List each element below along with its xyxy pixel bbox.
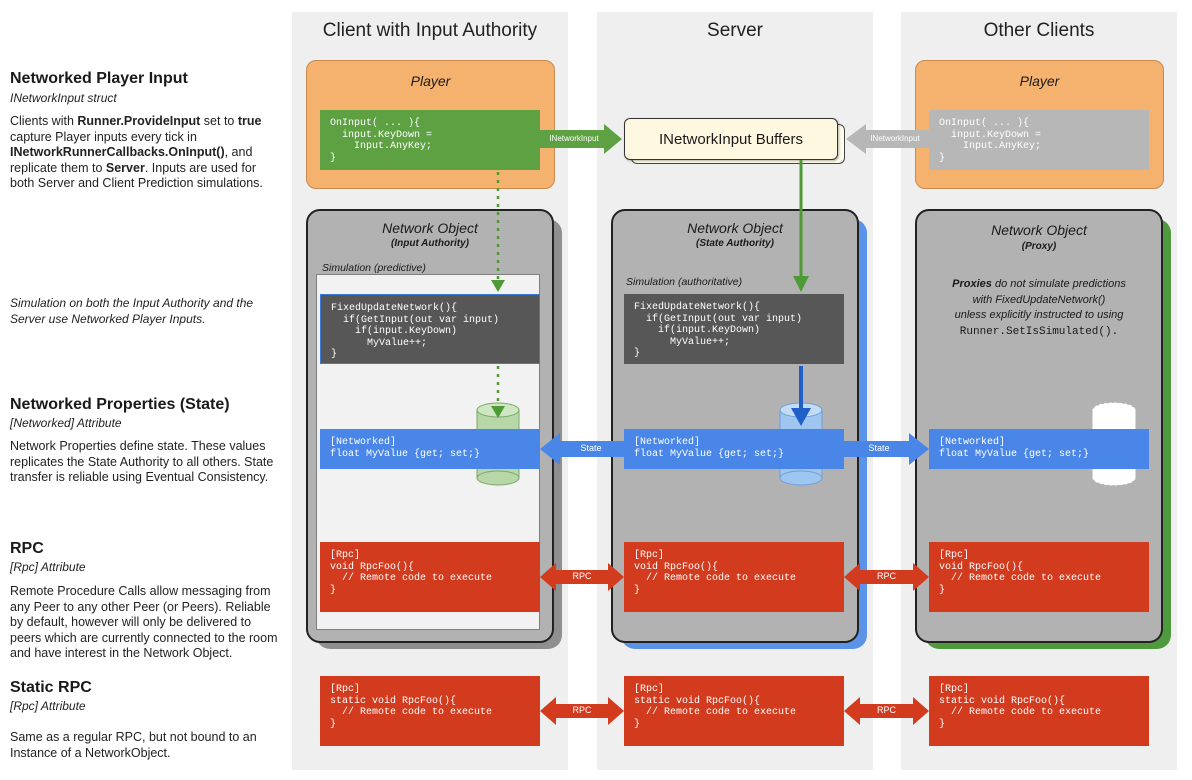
client-input-dotted-arrow	[491, 172, 505, 292]
rpc-description: Remote Procedure Calls allow messaging f…	[10, 584, 278, 660]
input-arrow-label-other: INetworkInput	[870, 134, 920, 143]
column-title-others: Other Clients	[983, 20, 1095, 41]
state-arrow-label-left: State	[580, 443, 602, 453]
column-title-server: Server	[707, 20, 763, 41]
rpc-heading: RPC	[10, 540, 44, 557]
static-rpc-code-client: [Rpc] static void RpcFoo(){ // Remote co…	[320, 676, 540, 746]
simulation-label-client: Simulation (predictive)	[322, 262, 426, 274]
rpc-subheading: [Rpc] Attribute	[10, 560, 86, 574]
props-heading: Networked Properties (State)	[10, 396, 230, 413]
server-sim-arrow	[791, 366, 811, 426]
rpc-arrow-right	[844, 563, 929, 591]
rpc-code-proxy: [Rpc] void RpcFoo(){ // Remote code to e…	[929, 542, 1149, 612]
networked-property-server: [Networked] float MyValue {get; set;}	[624, 429, 844, 469]
netobj-subtitle: (Input Authority)	[391, 238, 469, 249]
column-title-client: Client with Input Authority	[322, 20, 538, 41]
netobj-title: Network Object	[991, 222, 1087, 238]
player-label: Player	[1019, 73, 1060, 89]
static-rpc-arrow-right	[844, 697, 929, 725]
simulation-note: Simulation on both the Input Authority a…	[10, 296, 254, 326]
rpc-code-server: [Rpc] void RpcFoo(){ // Remote code to e…	[624, 542, 844, 612]
netobj-subtitle: (Proxy)	[1021, 241, 1057, 252]
input-heading: Networked Player Input	[10, 70, 188, 87]
rpc-code-client: [Rpc] void RpcFoo(){ // Remote code to e…	[320, 542, 540, 612]
input-arrow-client	[540, 124, 622, 154]
input-buffers: INetworkInput Buffers	[624, 118, 838, 160]
networked-property-proxy: [Networked] float MyValue {get; set;}	[929, 429, 1149, 469]
rpc-arrow-label-right: RPC	[876, 571, 896, 581]
state-arrow-left	[540, 433, 624, 465]
props-description: Network Properties define state. These v…	[10, 439, 274, 484]
static-rpc-heading: Static RPC	[10, 679, 92, 696]
simulation-label-server: Simulation (authoritative)	[626, 276, 743, 288]
input-arrow-other	[846, 124, 929, 154]
netobj-subtitle: (State Authority)	[696, 238, 774, 249]
player-label: Player	[410, 73, 451, 89]
state-arrow-label-right: State	[868, 443, 890, 453]
static-rpc-description: Same as a regular RPC, but not bound to …	[10, 730, 257, 760]
rpc-arrow-label-left: RPC	[572, 571, 592, 581]
props-subheading: [Networked] Attribute	[10, 416, 122, 430]
buffers-to-server-arrow	[793, 160, 809, 292]
state-arrow-right	[844, 433, 929, 465]
fixed-update-code-server: FixedUpdateNetwork(){ if(GetInput(out va…	[624, 294, 844, 364]
input-subheading: INetworkInput struct	[10, 91, 117, 105]
input-arrow-label-client: INetworkInput	[549, 134, 599, 143]
static-rpc-arrow-left	[540, 697, 624, 725]
netobj-title: Network Object	[687, 220, 783, 236]
static-rpc-subheading: [Rpc] Attribute	[10, 699, 86, 713]
rpc-arrow-left	[540, 563, 624, 591]
player-oninput-code-client: OnInput( ... ){ input.KeyDown = Input.An…	[320, 110, 540, 170]
proxy-note: Proxies do not simulate predictions with…	[952, 278, 1126, 338]
input-description: Clients with Runner.ProvideInput set to …	[10, 114, 263, 190]
static-rpc-arrow-label-right: RPC	[876, 705, 896, 715]
static-rpc-code-server: [Rpc] static void RpcFoo(){ // Remote co…	[624, 676, 844, 746]
networked-property-client: [Networked] float MyValue {get; set;}	[320, 429, 540, 469]
input-buffers-label: INetworkInput Buffers	[659, 130, 803, 148]
static-rpc-code-proxy: [Rpc] static void RpcFoo(){ // Remote co…	[929, 676, 1149, 746]
player-oninput-code-other: OnInput( ... ){ input.KeyDown = Input.An…	[929, 110, 1149, 170]
netobj-title: Network Object	[382, 220, 478, 236]
fixed-update-code-client: FixedUpdateNetwork(){ if(GetInput(out va…	[320, 294, 540, 364]
client-sim-dotted-arrow	[491, 366, 505, 418]
static-rpc-arrow-label-left: RPC	[572, 705, 592, 715]
